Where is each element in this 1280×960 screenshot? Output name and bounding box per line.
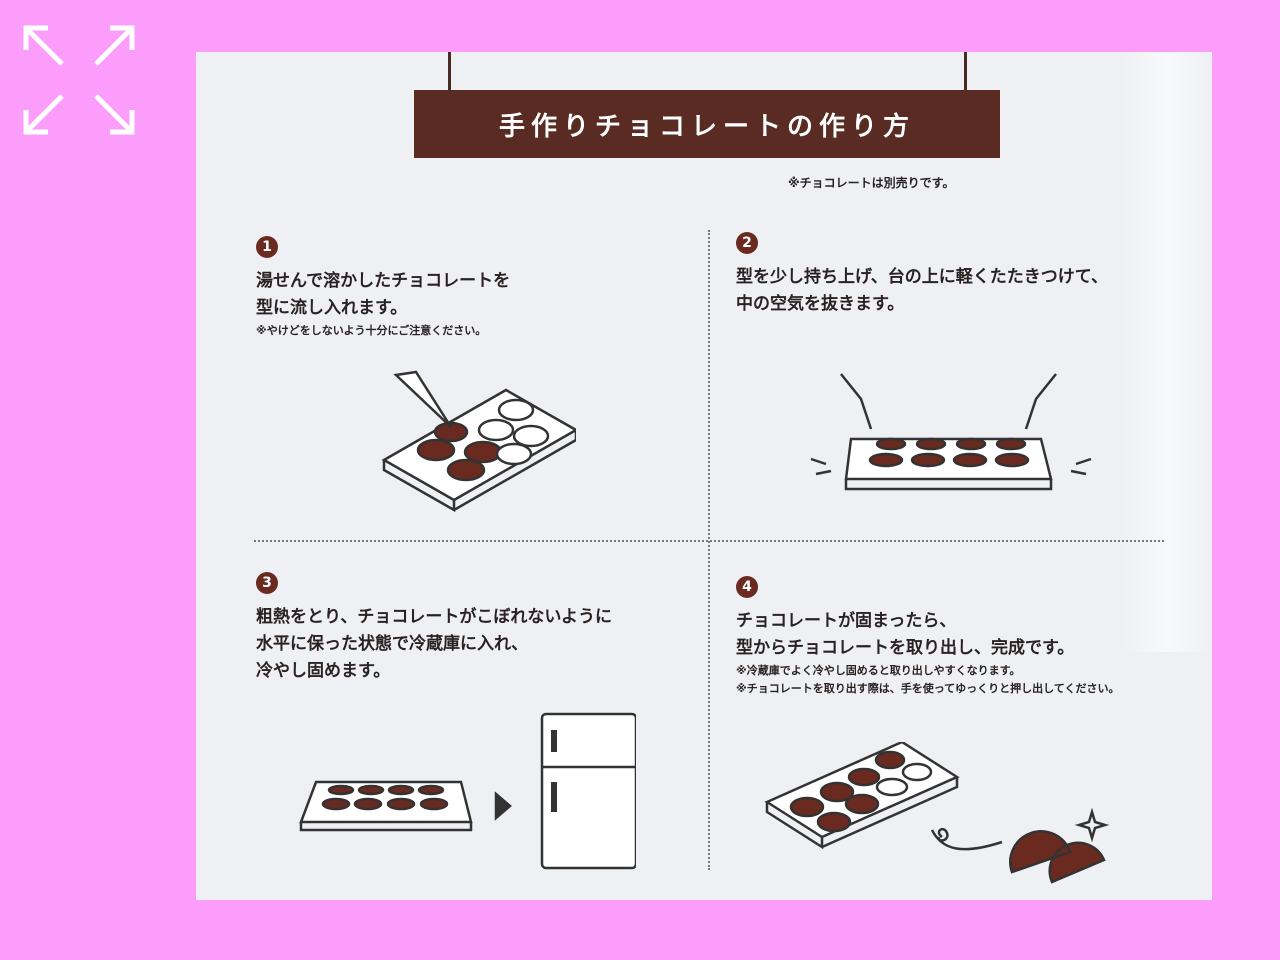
sold-separately-note: ※チョコレートは別売りです。 bbox=[788, 176, 955, 190]
step-text: 型を少し持ち上げ、台の上に軽くたたきつけて、 bbox=[736, 267, 1108, 287]
step-text: 粗熱をとり、チョコレートがこぼれないように bbox=[256, 607, 612, 627]
step-text: 型に流し入れます。 bbox=[256, 298, 408, 318]
refrigerate-illustration bbox=[299, 712, 636, 870]
instruction-card: 手作りチョコレートの作り方 ※チョコレートは別売りです。 1 湯せんで溶かしたチ… bbox=[196, 52, 1212, 900]
title-banner: 手作りチョコレートの作り方 bbox=[414, 90, 1000, 158]
pour-chocolate-illustration bbox=[381, 370, 576, 513]
step-text: 冷やし固めます。 bbox=[256, 661, 391, 681]
step-2: 2 型を少し持ち上げ、台の上に軽くたたきつけて、 中の空気を抜きます。 bbox=[736, 232, 1108, 318]
step-4: 4 チョコレートが固まったら、 型からチョコレートを取り出し、完成です。 ※冷蔵… bbox=[736, 576, 1119, 698]
step-text: 水平に保った状態で冷蔵庫に入れ、 bbox=[256, 634, 529, 654]
step-number: 2 bbox=[736, 232, 758, 254]
step-text: 中の空気を抜きます。 bbox=[736, 294, 905, 314]
hanging-string bbox=[448, 52, 451, 94]
step-note: ※冷蔵庫でよく冷やし固めると取り出しやすくなります。 bbox=[736, 664, 1021, 677]
step-3: 3 粗熱をとり、チョコレートがこぼれないように 水平に保った状態で冷蔵庫に入れ、… bbox=[256, 572, 612, 685]
step-number: 4 bbox=[736, 576, 758, 598]
step-text: 湯せんで溶かしたチョコレートを bbox=[256, 271, 511, 291]
tap-mold-illustration bbox=[810, 373, 1092, 491]
step-number: 1 bbox=[256, 236, 278, 258]
expand-icon[interactable] bbox=[20, 22, 138, 138]
step-number: 3 bbox=[256, 572, 278, 594]
divider bbox=[708, 230, 710, 870]
step-note: ※チョコレートを取り出す際は、手を使ってゆっくりと押し出してください。 bbox=[736, 682, 1120, 695]
finished-chocolate-illustration bbox=[764, 742, 1110, 884]
step-text: チョコレートが固まったら、 bbox=[736, 611, 957, 631]
step-note: ※やけどをしないよう十分にご注意ください。 bbox=[256, 324, 487, 337]
hanging-string bbox=[964, 52, 967, 94]
divider bbox=[254, 540, 1164, 542]
step-1: 1 湯せんで溶かしたチョコレートを 型に流し入れます。 ※やけどをしないよう十分… bbox=[256, 236, 510, 340]
step-text: 型からチョコレートを取り出し、完成です。 bbox=[736, 638, 1075, 658]
